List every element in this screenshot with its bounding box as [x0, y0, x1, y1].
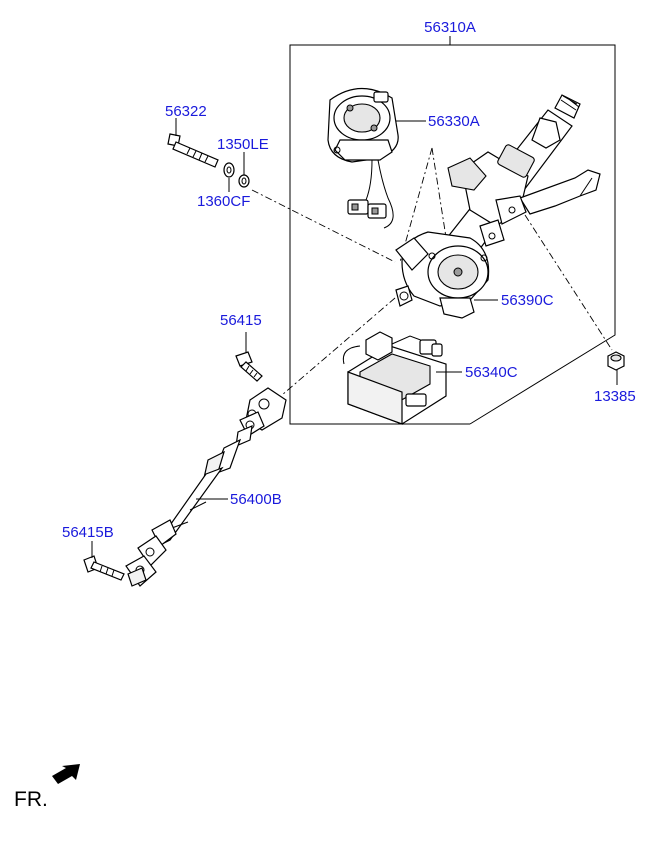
label-upper-bolt[interactable]: 56415 [220, 312, 262, 329]
shaft-part[interactable] [125, 387, 287, 587]
clock-spring-part[interactable] [327, 87, 399, 229]
steering-column-part[interactable] [395, 94, 601, 307]
label-assembly[interactable]: 56310A [424, 19, 476, 36]
label-washer-upper[interactable]: 1350LE [217, 136, 269, 153]
motor-part[interactable] [427, 245, 489, 319]
label-motor[interactable]: 56390C [501, 292, 554, 309]
label-shaft[interactable]: 56400B [230, 491, 282, 508]
label-nut[interactable]: 13385 [594, 388, 636, 405]
label-control-unit[interactable]: 56340C [465, 364, 518, 381]
label-clock-spring[interactable]: 56330A [428, 113, 480, 130]
front-direction-label: FR. [14, 788, 48, 811]
label-bolt[interactable]: 56322 [165, 103, 207, 120]
upper-bolt-part[interactable] [235, 351, 263, 382]
label-washer-lower[interactable]: 1360CF [197, 193, 250, 210]
washer-upper-part[interactable] [238, 174, 250, 188]
alignment-lines [251, 147, 613, 396]
control-unit-part[interactable] [342, 331, 447, 425]
bolt-part[interactable] [167, 133, 219, 168]
label-lower-bolt[interactable]: 56415B [62, 524, 114, 541]
front-arrow-icon [52, 764, 80, 784]
nut-part[interactable] [607, 351, 625, 371]
washer-lower-part[interactable] [223, 162, 235, 178]
assembly-boundary [289, 44, 616, 425]
lower-bolt-part[interactable] [83, 555, 125, 581]
